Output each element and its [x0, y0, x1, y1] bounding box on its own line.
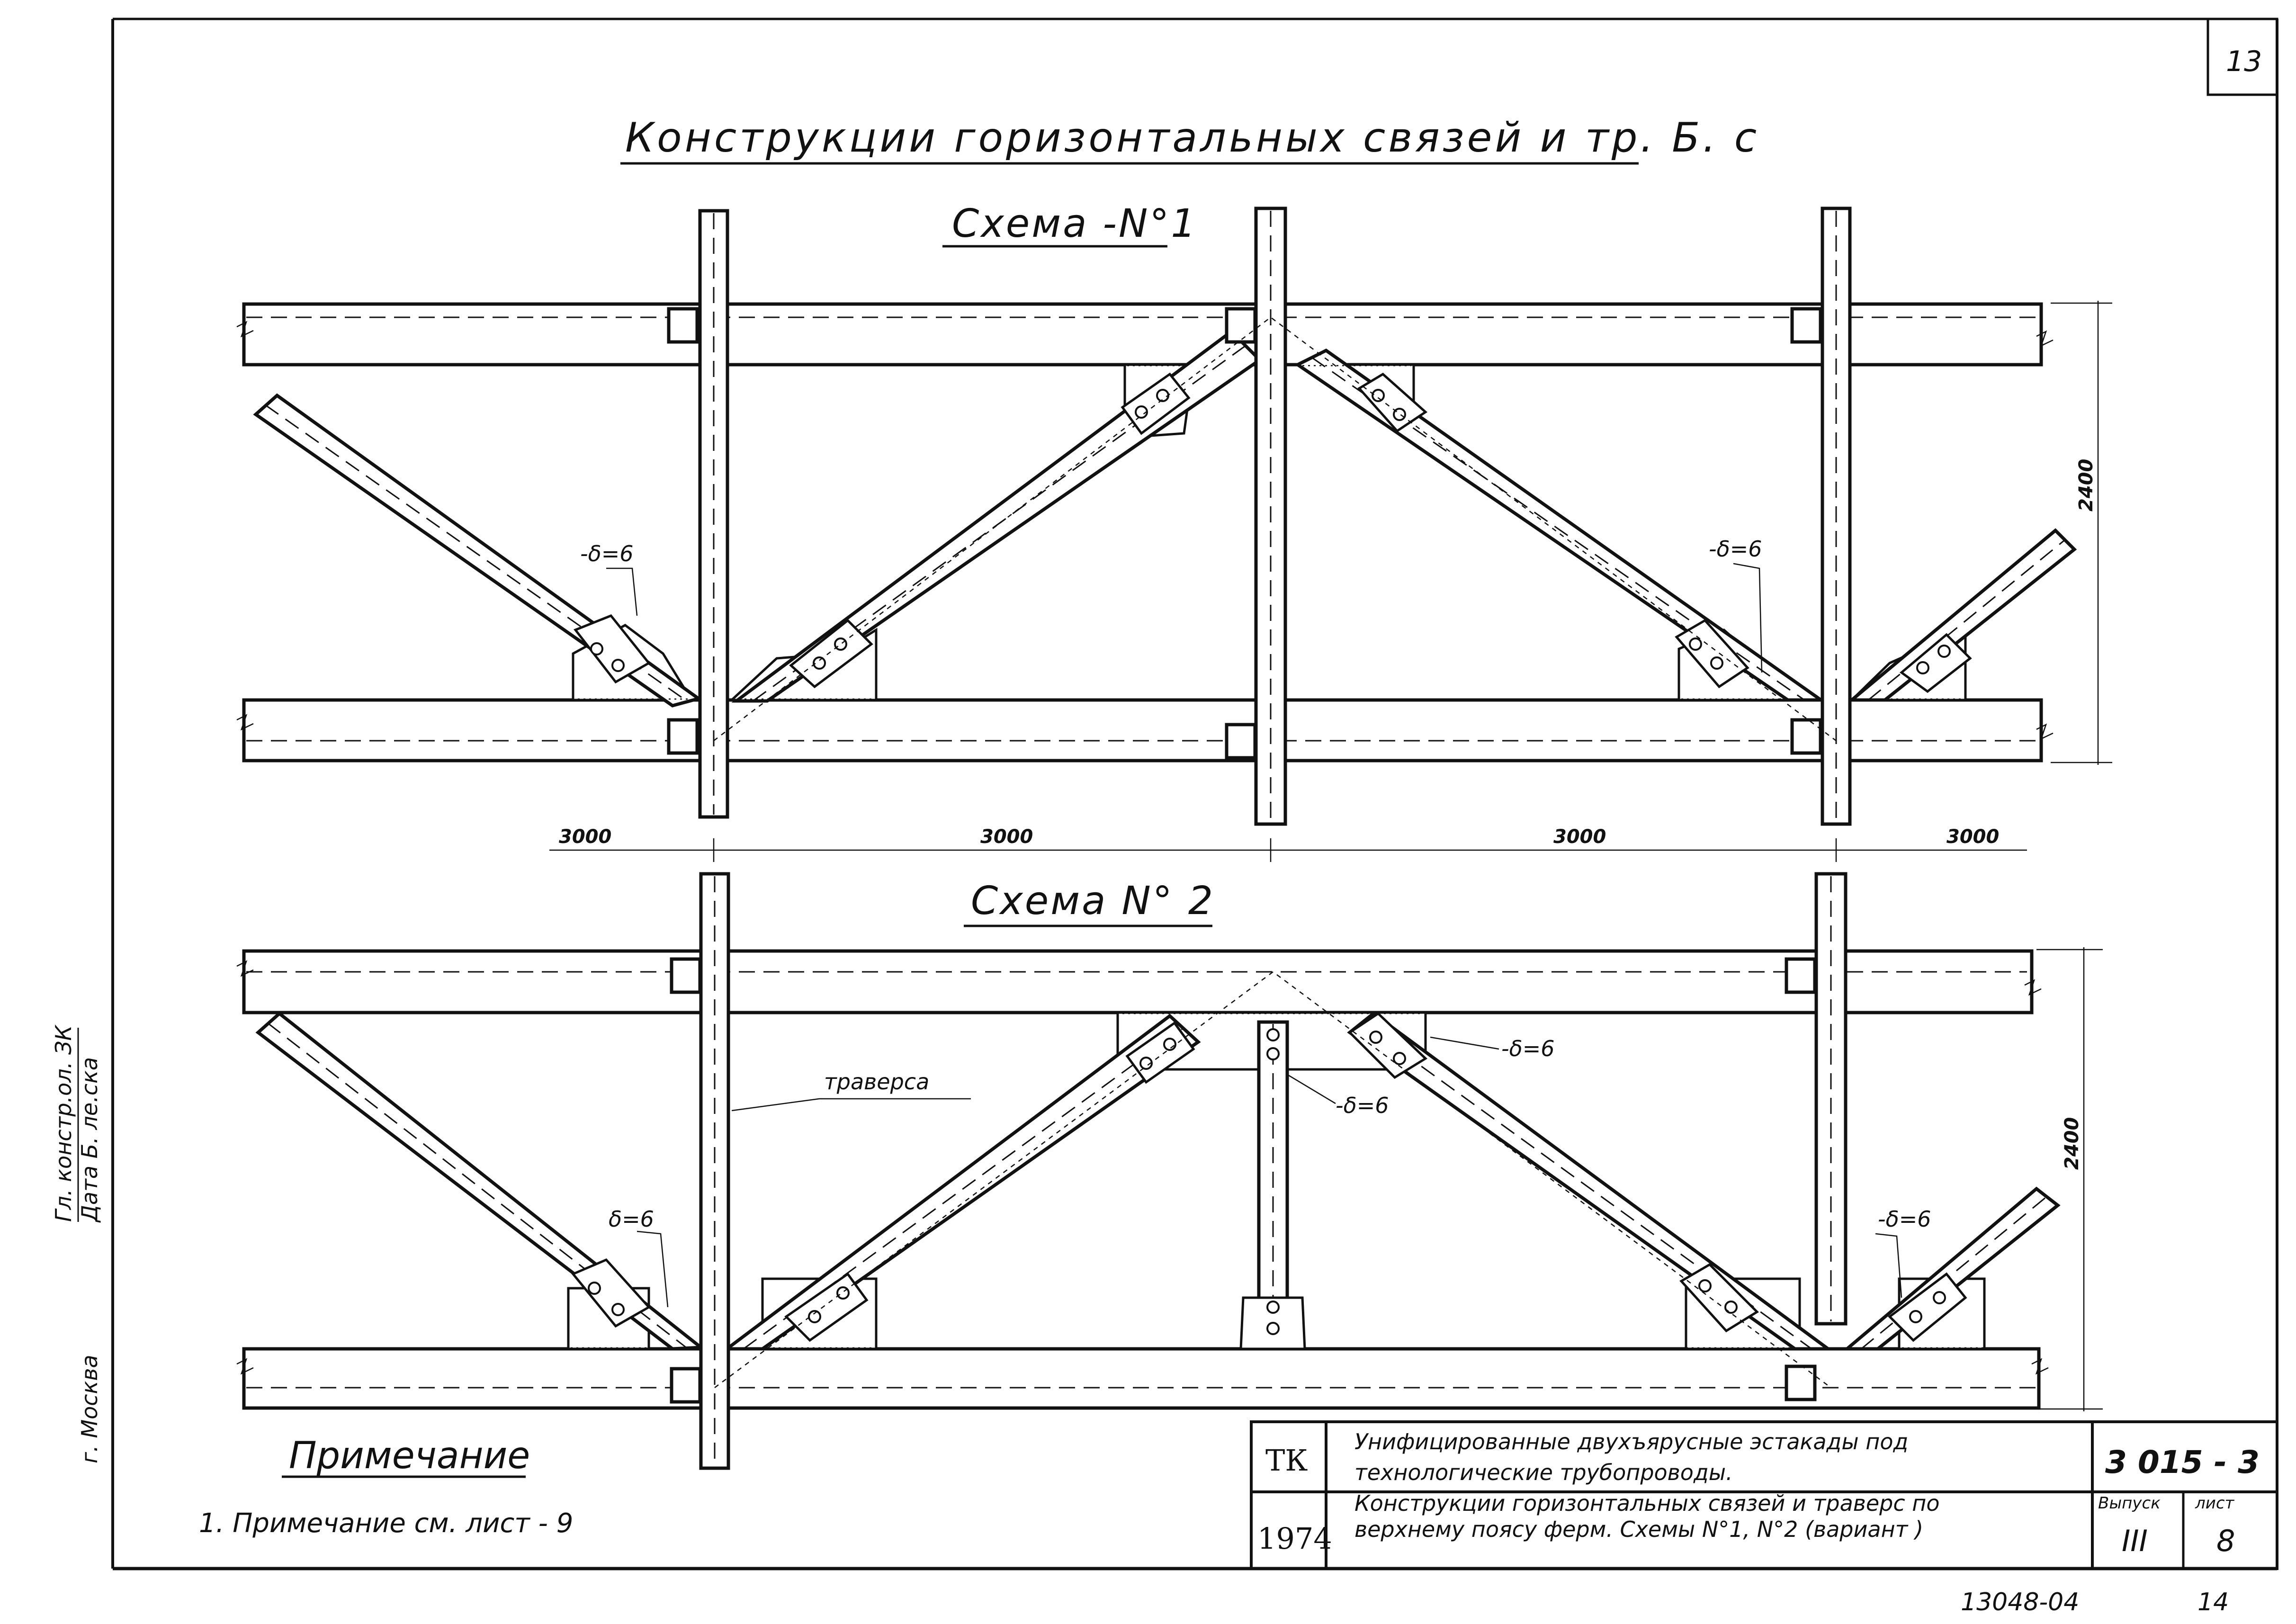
scheme2-bottom-chord: [242, 1347, 2041, 1410]
scheme2-label-right: -δ=6: [1878, 1206, 1931, 1232]
scheme2-title: Схема N° 2: [971, 879, 1215, 924]
scheme2-diagonal-3: [1347, 1011, 1833, 1351]
scheme2-label-upper: -δ=6: [1501, 1036, 1555, 1061]
tb-code: 3 015 - 3: [2105, 1444, 2260, 1480]
span-dim-4: 3000: [1946, 826, 1999, 848]
scheme1-drawing: -δ=6 -δ=6 2400: [236, 206, 2112, 826]
side-stamp-line3: г. Москва: [77, 1355, 102, 1463]
span-dim-2: 3000: [980, 826, 1033, 848]
scheme1-title: Схема -N°1: [952, 201, 1198, 246]
scheme2-diagonal-2: [722, 1014, 1201, 1351]
page-number: 13: [2226, 45, 2262, 78]
scheme2-label-middle: -δ=6: [1336, 1093, 1389, 1118]
tb-series-line1: Унифицированные двухъярусные эстакады по…: [1354, 1429, 1908, 1454]
page-total: 14: [2197, 1588, 2229, 1616]
scheme2-drawing: траверса -δ=6 -δ=6 δ=6 -δ=6 2400: [236, 872, 2103, 1470]
tb-org: ТК: [1265, 1443, 1308, 1478]
scheme1-height-dim: 2400: [2075, 459, 2097, 511]
side-stamp-line2: Дата Б. ле.ска: [77, 1057, 102, 1223]
tb-sheet-title-line2: верхнему поясу ферм. Схемы N°1, N°2 (вар…: [1354, 1516, 1923, 1542]
scheme2-traverse-label: траверса: [824, 1069, 929, 1095]
scheme1-top-chord: [242, 302, 2043, 367]
scheme1-plate-label-left: -δ=6: [580, 541, 634, 566]
archive-number: 13048-04: [1961, 1588, 2079, 1616]
note-item: 1. Примечание см. лист - 9: [199, 1508, 573, 1539]
drawing-title: Конструкции горизонтальных связей и тр. …: [625, 114, 1759, 162]
tb-issue-caption: Выпуск: [2098, 1494, 2161, 1513]
scheme1-diagonal-4: [1847, 528, 2077, 702]
scheme2-top-chord: [242, 949, 2034, 1014]
span-dim-1: 3000: [559, 826, 611, 848]
tb-sheet-title-line1: Конструкции горизонтальных связей и трав…: [1354, 1490, 1940, 1516]
scheme2-label-left: δ=6: [609, 1206, 654, 1232]
scheme2-height-dim: 2400: [2061, 1117, 2083, 1170]
span-dim-3: 3000: [1553, 826, 1606, 848]
side-stamp: Гл. констр.ол. ЗК Дата Б. ле.ска г. Моск…: [51, 1024, 102, 1463]
title-block: [1250, 1420, 2278, 1570]
tb-year: 1974: [1257, 1521, 1332, 1556]
scheme1-plate-label-right: -δ=6: [1709, 536, 1762, 562]
tb-sheet-value: 8: [2216, 1524, 2235, 1558]
span-dimensions: 3000 3000 3000 3000: [549, 826, 2027, 862]
side-stamp-line1: Гл. констр.ол. ЗК: [51, 1024, 76, 1222]
tb-series-line2: технологические трубопроводы.: [1354, 1460, 1733, 1485]
tb-issue-value: III: [2122, 1524, 2148, 1558]
tb-sheet-caption: лист: [2195, 1494, 2235, 1513]
note-heading: Примечание: [289, 1435, 530, 1477]
scheme1-bottom-chord: [242, 698, 2043, 763]
